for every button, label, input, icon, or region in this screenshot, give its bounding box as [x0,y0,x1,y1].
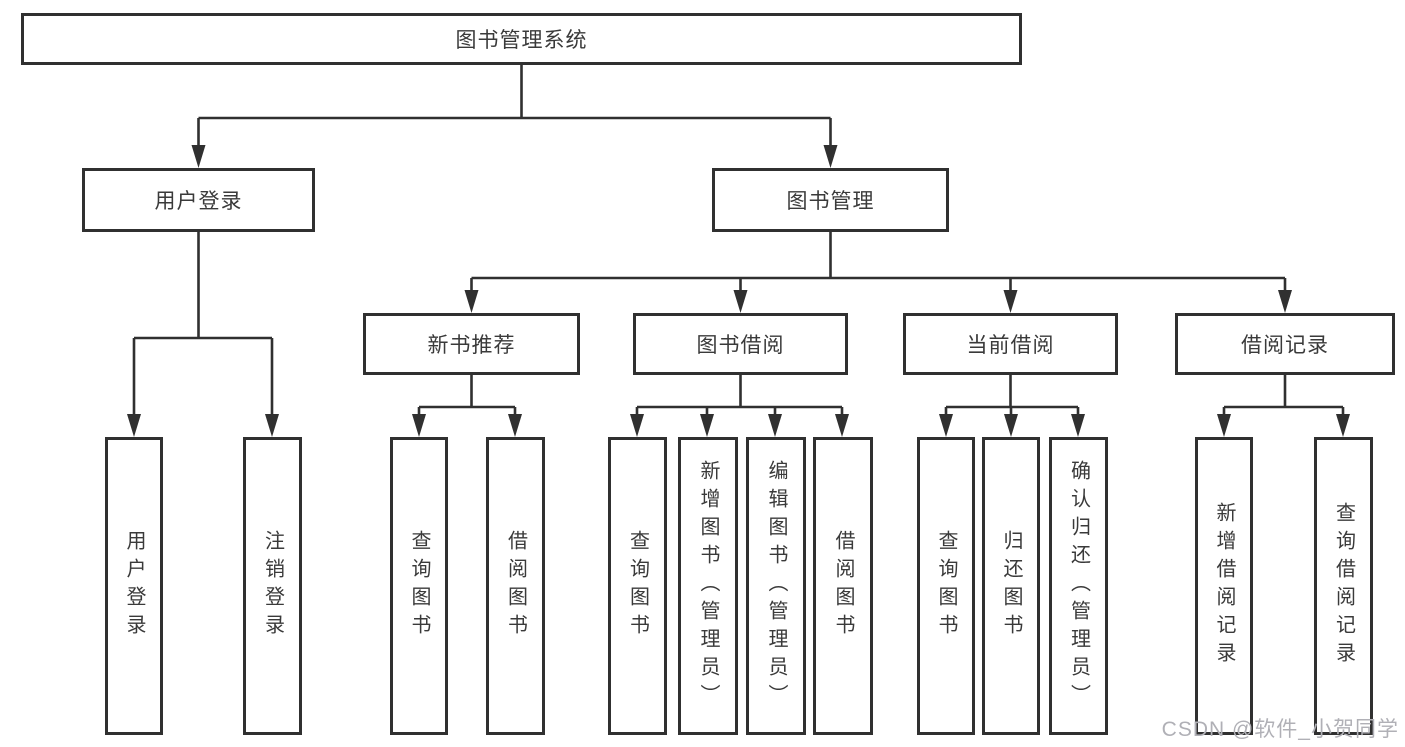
node-book-management: 图书管理 [712,168,949,232]
leaf-return-books: 归还图书 [982,437,1040,735]
node-user-login: 用户登录 [82,168,315,232]
node-book-borrowing: 图书借阅 [633,313,848,375]
leaf-label: 新增图书（管理员） [697,460,719,712]
node-library-management-system: 图书管理系统 [21,13,1022,65]
leaf-add-borrow-record: 新增借阅记录 [1195,437,1253,735]
leaf-label: 查询图书 [408,530,430,642]
node-borrowing-records: 借阅记录 [1175,313,1395,375]
node-new-book-recommend: 新书推荐 [363,313,580,375]
leaf-label: 查询图书 [935,530,957,642]
leaf-label: 编辑图书（管理员） [765,460,787,712]
leaf-label: 新增借阅记录 [1213,502,1235,670]
leaf-borrow-books: 借阅图书 [813,437,873,735]
csdn-watermark: CSDN @软件_小贺同学 [1161,718,1399,741]
leaf-query-books-recommend: 查询图书 [390,437,448,735]
leaf-logout: 注销登录 [243,437,302,735]
leaf-query-borrow-record: 查询借阅记录 [1314,437,1373,735]
leaf-label: 查询借阅记录 [1332,502,1355,670]
leaf-add-books-admin: 新增图书（管理员） [678,437,738,735]
leaf-label: 归还图书 [1000,530,1022,642]
leaf-label: 注销登录 [261,530,284,642]
leaf-query-books-borrowing: 查询图书 [608,437,667,735]
leaf-user-login: 用户登录 [105,437,163,735]
leaf-borrow-books-recommend: 借阅图书 [486,437,545,735]
node-current-borrowing: 当前借阅 [903,313,1118,375]
leaf-query-books-current: 查询图书 [917,437,975,735]
leaf-label: 借阅图书 [504,530,527,642]
leaf-label: 用户登录 [123,530,145,642]
leaf-label: 查询图书 [626,530,649,642]
leaf-label: 确认归还（管理员） [1067,460,1090,712]
leaf-confirm-return-admin: 确认归还（管理员） [1049,437,1108,735]
leaf-edit-books-admin: 编辑图书（管理员） [746,437,806,735]
leaf-label: 借阅图书 [832,530,854,642]
